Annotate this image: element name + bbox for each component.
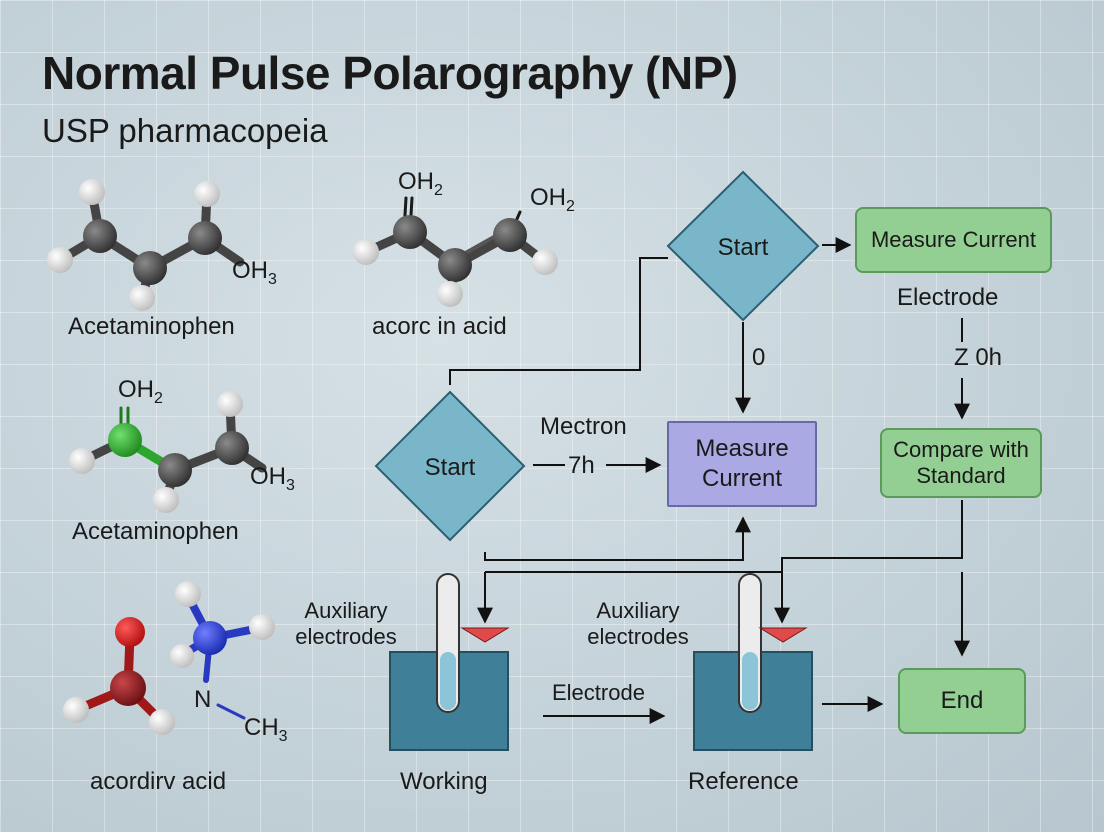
- molecule-2-formula-b: OH2: [530, 184, 575, 215]
- seven-h-label: 7h: [568, 452, 595, 479]
- page-subtitle: USP pharmacopeia: [42, 112, 328, 149]
- end-box[interactable]: End: [898, 668, 1026, 734]
- measure-current-top-box[interactable]: Measure Current: [855, 207, 1052, 273]
- reference-label: Reference: [688, 768, 799, 795]
- aux-left-label: Auxiliary electrodes: [295, 598, 397, 650]
- start-top-label: Start: [717, 234, 769, 261]
- start-diamond-top[interactable]: [666, 170, 820, 322]
- molecule-3-formula-b: OH3: [250, 463, 295, 494]
- molecule-4-formula: CH3: [244, 714, 288, 745]
- molecule-4-nitrogen: N: [194, 686, 212, 713]
- arrow-label-zero: 0: [752, 344, 766, 371]
- molecule-1-label: Acetaminophen: [68, 313, 235, 340]
- measure-current-center-box[interactable]: Measure Current: [667, 421, 817, 507]
- compare-standard-box[interactable]: Compare with Standard: [880, 428, 1042, 498]
- reference-marker: [758, 627, 808, 643]
- page-title: Normal Pulse Polarography (NP): [42, 47, 738, 99]
- molecule-1: [47, 179, 245, 311]
- flow-connectors: [449, 237, 970, 724]
- electrode-top-label: Electrode: [897, 284, 999, 311]
- aux-right-label: Auxiliary electrodes: [587, 598, 689, 650]
- molecule-2-label: acorc in acid: [372, 313, 507, 340]
- molecule-2: [353, 196, 558, 307]
- molecule-4: [63, 581, 275, 735]
- mectron-label: Mectron: [540, 413, 627, 440]
- working-label: Working: [400, 768, 488, 795]
- molecule-3: [69, 391, 267, 513]
- working-cell: [389, 573, 510, 751]
- molecule-3-label: Acetaminophen: [72, 518, 239, 545]
- molecule-2-formula-a: OH2: [398, 168, 443, 199]
- arrow-label-z0h: Z 0h: [954, 344, 1003, 371]
- start-diamond-left[interactable]: [374, 390, 526, 542]
- molecule-4-label: acordirv acid: [90, 768, 227, 795]
- molecule-3-formula-a: OH2: [118, 376, 163, 407]
- working-marker: [460, 627, 510, 643]
- reference-cell: [693, 573, 813, 751]
- molecule-1-formula: OH3: [232, 257, 277, 288]
- start-left-label: Start: [424, 454, 476, 481]
- electrode-mid-label: Electrode: [552, 680, 645, 705]
